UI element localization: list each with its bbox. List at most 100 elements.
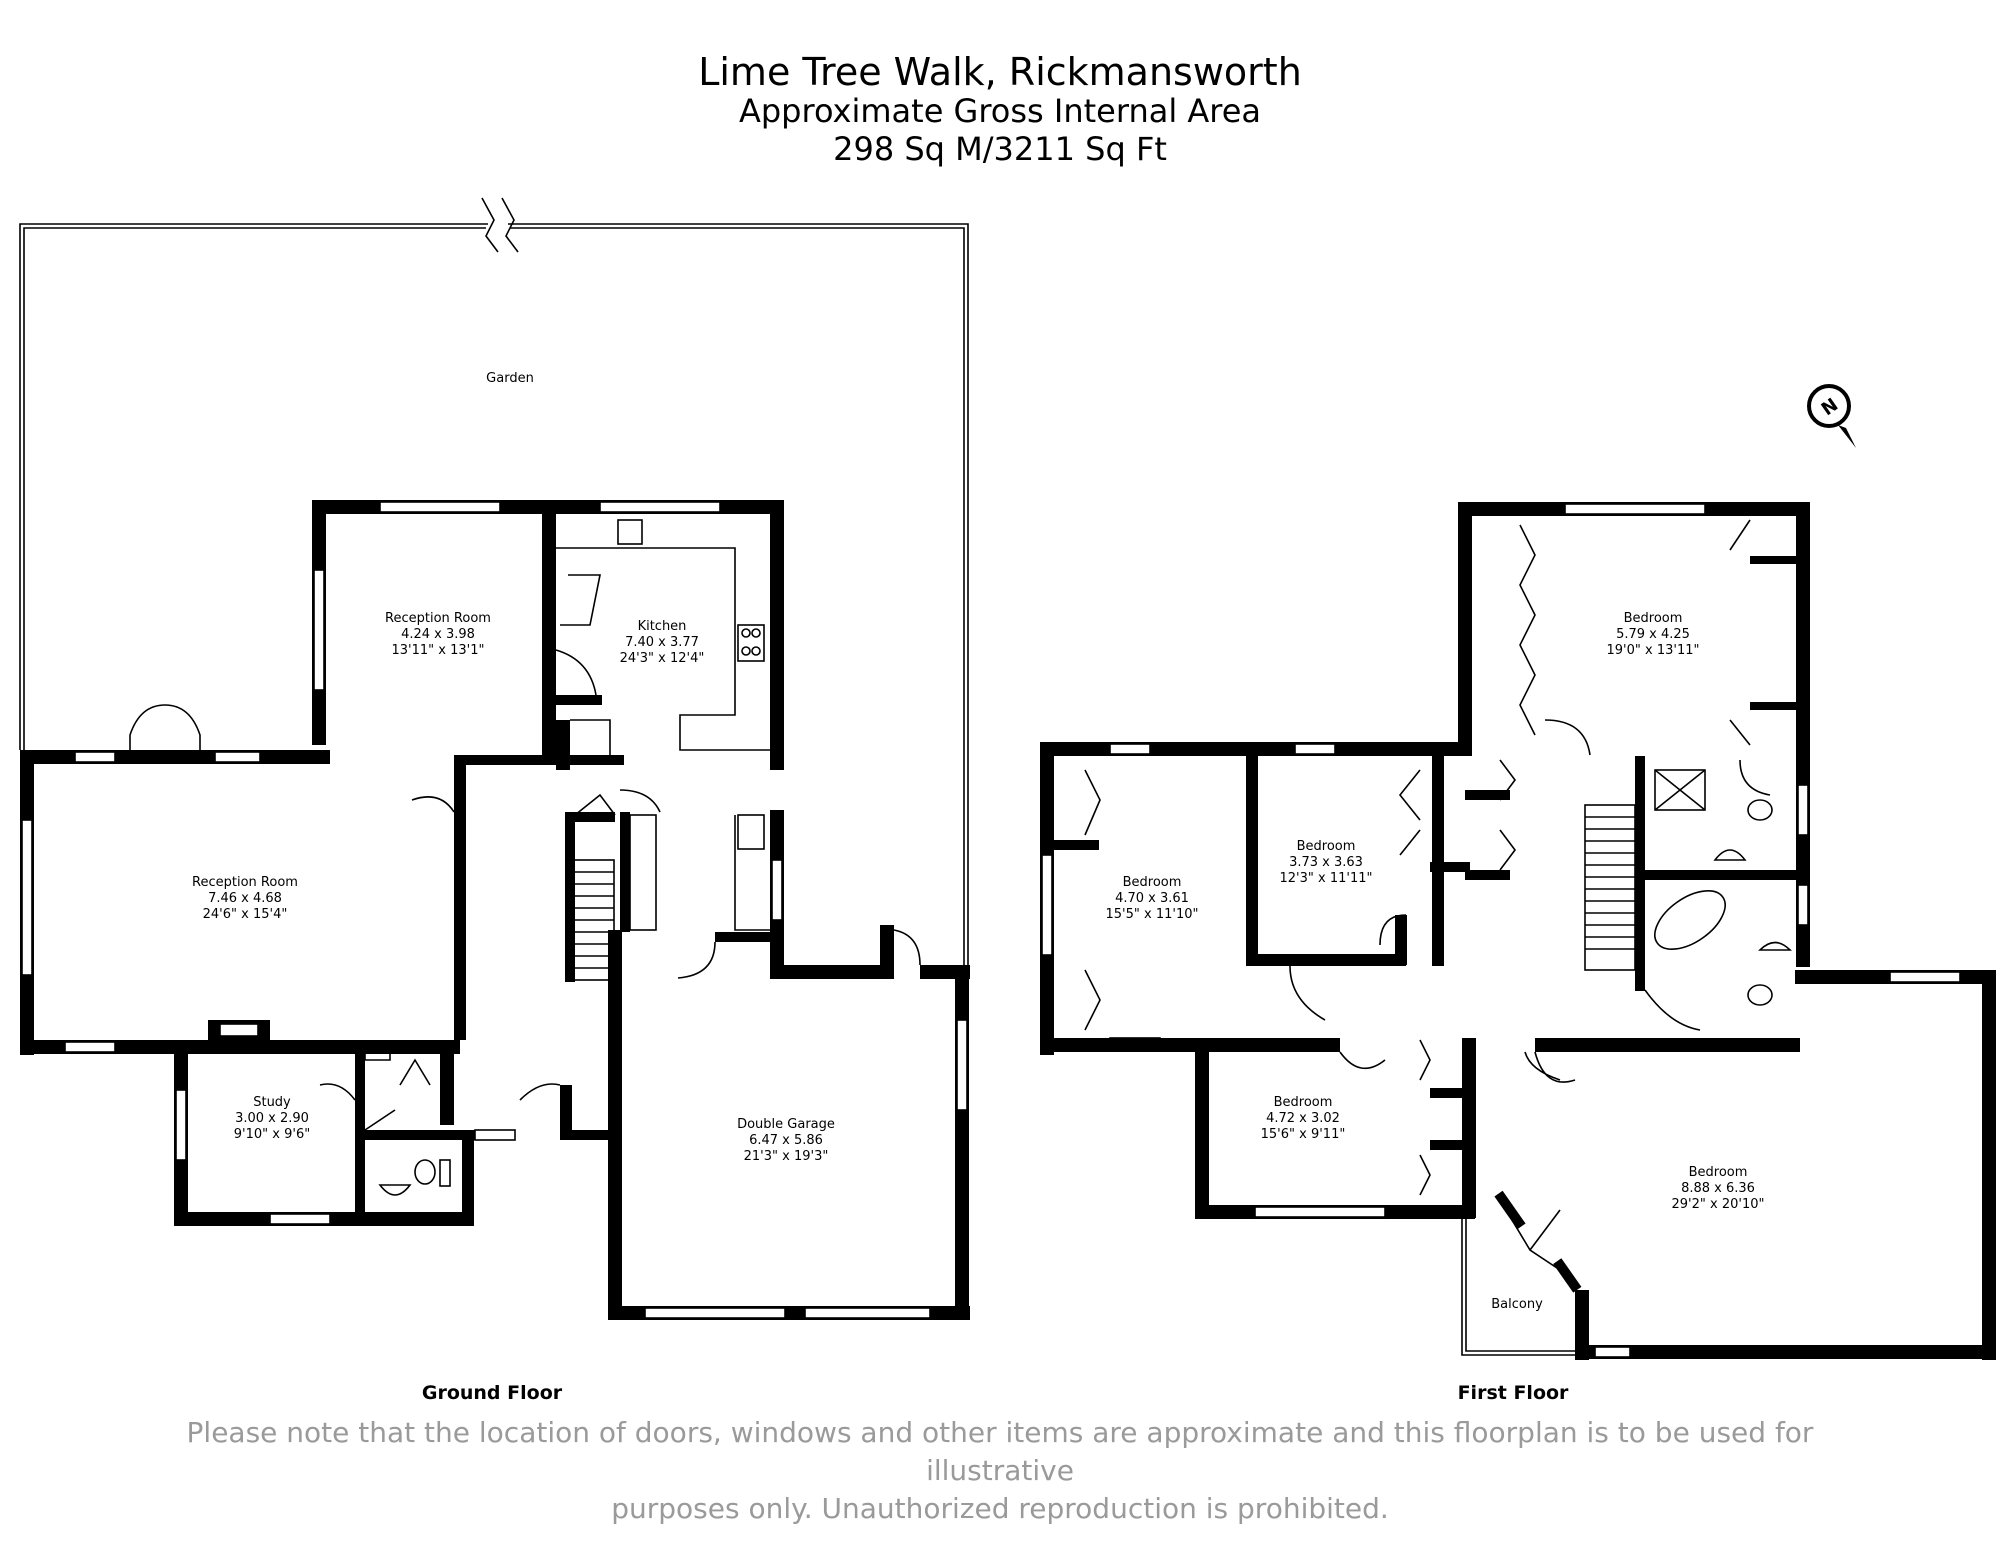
- wall: [620, 812, 630, 932]
- window: [313, 569, 325, 691]
- wardrobe-doors: [1519, 524, 1536, 736]
- room-study: Study 3.00 x 2.90 9'10" x 9'6": [234, 1095, 310, 1142]
- room-bedroom-1: Bedroom 5.79 x 4.25 19'0" x 13'11": [1607, 611, 1700, 658]
- wall: [462, 1130, 474, 1225]
- door-swing: [677, 941, 716, 979]
- wall: [1246, 954, 1406, 966]
- window: [474, 1129, 516, 1141]
- room-bedroom-2: Bedroom 3.73 x 3.63 12'3" x 11'11": [1280, 839, 1373, 886]
- fireplace-hearth: [219, 1023, 259, 1037]
- room-metric: 3.00 x 2.90: [235, 1111, 309, 1126]
- compass-letter: N: [1818, 394, 1842, 420]
- room-metric: 3.73 x 3.63: [1289, 855, 1363, 870]
- wall: [1458, 502, 1472, 752]
- kitchen-island: [560, 574, 601, 626]
- wall: [20, 750, 330, 764]
- window: [1564, 503, 1706, 515]
- wall: [770, 500, 784, 770]
- first-floor-plan: N Bedroom 5.79 x 4.25 19'0" x 13'11" Bed…: [1040, 384, 1996, 1404]
- room-imperial: 29'2" x 20'10": [1672, 1197, 1765, 1212]
- door-swing: [1339, 1051, 1576, 1083]
- window: [1254, 1206, 1386, 1218]
- room-reception-room-1: Reception Room 4.24 x 3.98 13'11" x 13'1…: [385, 611, 491, 658]
- cupboard: [629, 814, 657, 931]
- cupboard-doors: [1398, 769, 1421, 856]
- compass-ring: [1807, 384, 1851, 428]
- window: [599, 501, 721, 513]
- room-name: Bedroom: [1689, 1165, 1748, 1180]
- wall: [1553, 1258, 1582, 1293]
- cupboard-doors: [1729, 519, 1751, 746]
- room-name: Study: [253, 1095, 291, 1110]
- room-imperial: 21'3" x 19'3": [744, 1149, 829, 1164]
- wall: [1982, 970, 1996, 1360]
- wall: [1432, 756, 1444, 966]
- hob-ring: [741, 646, 751, 656]
- wall: [1195, 1038, 1209, 1218]
- cupboard-doors: [1499, 759, 1516, 871]
- window: [1797, 884, 1809, 926]
- wall: [1465, 790, 1510, 800]
- room-name: Double Garage: [737, 1117, 835, 1132]
- door-swing: [619, 789, 661, 813]
- room-metric: 7.40 x 3.77: [625, 635, 699, 650]
- wall: [880, 925, 894, 979]
- wall: [1750, 556, 1796, 564]
- worktop: [734, 815, 770, 931]
- page-subtitle: Approximate Gross Internal Area: [738, 92, 1262, 130]
- window: [1109, 743, 1151, 755]
- wall: [1054, 840, 1099, 850]
- wall: [355, 1130, 475, 1140]
- wall: [955, 965, 969, 1320]
- room-metric: 7.46 x 4.68: [208, 891, 282, 906]
- room-name: Bedroom: [1123, 875, 1182, 890]
- kitchen-sink-2: [737, 814, 765, 850]
- cupboard-doors: [1084, 769, 1101, 1031]
- room-imperial: 15'6" x 9'11": [1261, 1127, 1346, 1142]
- cupboard-doors: [1419, 1039, 1431, 1196]
- window: [379, 501, 501, 513]
- window: [214, 751, 261, 763]
- stair-treads: [570, 871, 614, 969]
- wall: [1040, 1038, 1340, 1052]
- ground-floor-plan: Garden Reception Room 4.24 x 3.98 13'11"…: [19, 197, 970, 1404]
- disclaimer: Please note that the location of doors, …: [120, 1414, 1880, 1528]
- shower-cross: [1654, 769, 1706, 811]
- cupboard-doors: [364, 1040, 431, 1086]
- disclaimer-line-2: purposes only. Unauthorized reproduction…: [611, 1492, 1389, 1525]
- basin: [1758, 941, 1792, 951]
- ground-floor-label: Ground Floor: [422, 1382, 563, 1404]
- door-swing: [519, 1083, 561, 1101]
- window: [771, 859, 783, 921]
- room-name: Bedroom: [1624, 611, 1683, 626]
- room-imperial: 24'6" x 15'4": [203, 907, 288, 922]
- wall: [1395, 915, 1407, 965]
- room-metric: 4.24 x 3.98: [401, 627, 475, 642]
- room-double-garage: Double Garage 6.47 x 5.86 21'3" x 19'3": [737, 1117, 835, 1164]
- room-name: Bedroom: [1274, 1095, 1333, 1110]
- room-name: Reception Room: [385, 611, 491, 626]
- window: [64, 1041, 116, 1053]
- wall: [770, 965, 880, 979]
- wall: [20, 1040, 460, 1054]
- kitchen-worktop: [556, 547, 770, 751]
- room-kitchen: Kitchen 7.40 x 3.77 24'3" x 12'4": [620, 619, 705, 666]
- wall: [1575, 1290, 1589, 1360]
- wall: [1465, 870, 1510, 880]
- hob-ring: [741, 628, 751, 638]
- toilet: [1747, 984, 1773, 1006]
- door-swing: [411, 796, 455, 813]
- wall: [608, 930, 622, 1320]
- window: [1294, 743, 1336, 755]
- room-bedroom-4: Bedroom 4.72 x 3.02 15'6" x 9'11": [1261, 1095, 1346, 1142]
- door-swing: [1289, 914, 1407, 1021]
- basin: [378, 1184, 412, 1196]
- wall: [1246, 756, 1258, 966]
- wall: [1462, 1038, 1476, 1218]
- wall: [1635, 756, 1645, 991]
- stair-treads: [1585, 816, 1635, 950]
- hob-ring: [751, 628, 761, 638]
- utility-outline: [570, 719, 611, 755]
- room-imperial: 19'0" x 13'11": [1607, 643, 1700, 658]
- room-name: Kitchen: [638, 619, 687, 634]
